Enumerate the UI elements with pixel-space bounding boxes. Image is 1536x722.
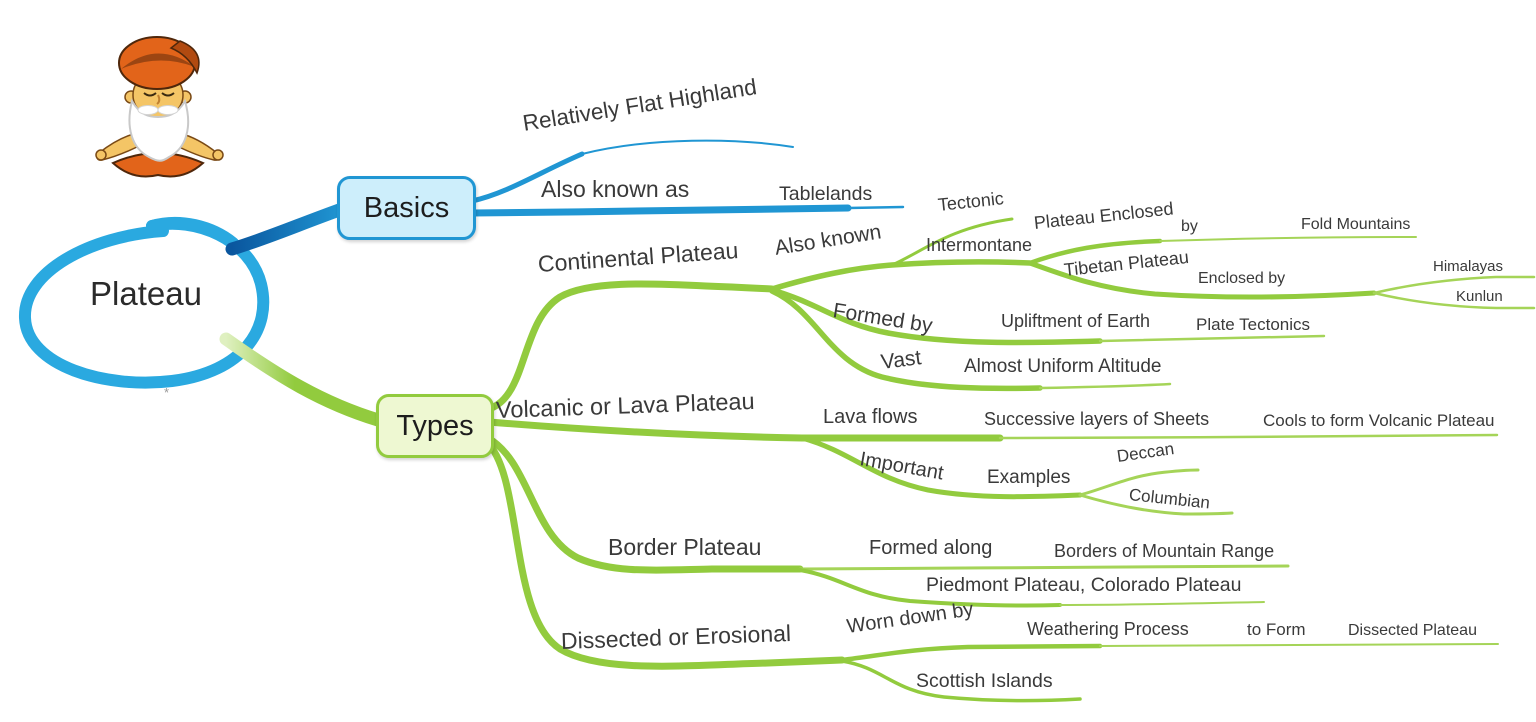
node-enclosed-by[interactable]: Enclosed by <box>1198 270 1286 287</box>
central-topic[interactable]: Plateau <box>90 275 202 312</box>
node-successive-layers[interactable]: Successive layers of Sheets <box>984 409 1210 429</box>
guru-nose <box>156 94 161 105</box>
node-to-form[interactable]: to Form <box>1247 620 1306 639</box>
node-formed-along[interactable]: Formed along <box>869 537 993 559</box>
branch-volcanic-tip <box>998 433 1499 440</box>
node-piedmont-colorado[interactable]: Piedmont Plateau, Colorado Plateau <box>926 574 1242 596</box>
branch-also-known <box>769 259 1033 292</box>
node-types-label: Types <box>396 409 474 442</box>
node-types[interactable]: Types <box>376 394 494 458</box>
branch-worn-down-tip <box>1099 643 1499 647</box>
node-intermontane[interactable]: Intermontane <box>926 235 1033 255</box>
guru-beard <box>128 98 190 162</box>
branch-formed-by <box>769 287 1103 346</box>
branch-continental <box>485 280 776 413</box>
branch-flat-highland <box>469 151 585 204</box>
node-cools-to-form[interactable]: Cools to form Volcanic Plateau <box>1263 411 1495 430</box>
node-himalayas[interactable]: Himalayas <box>1433 258 1504 275</box>
branch-dissected <box>482 437 846 670</box>
branch-himalayas <box>1372 275 1536 295</box>
footnote-asterisk: * <box>164 385 170 400</box>
node-also-known-as[interactable]: Also known as <box>541 176 690 202</box>
branch-worn-down <box>839 643 1103 663</box>
branch-formed-by-tip <box>1098 334 1326 343</box>
node-uniform-altitude[interactable]: Almost Uniform Altitude <box>964 356 1162 377</box>
node-dissected-plateau[interactable]: Dissected Plateau <box>1348 622 1477 639</box>
guru-left-hand <box>95 149 107 161</box>
central-ellipse <box>18 217 270 389</box>
branch-root-types <box>219 332 385 427</box>
branch-scottish-islands <box>840 659 1082 703</box>
branch-border <box>484 434 804 574</box>
branch-kunlun <box>1372 291 1536 310</box>
node-examples[interactable]: Examples <box>987 467 1071 488</box>
central-ellipse-overlap-stroke <box>146 216 239 249</box>
node-plate-tectonics[interactable]: Plate Tectonics <box>1196 315 1311 334</box>
guru-mustache-left <box>137 105 159 115</box>
branch-plateau-enclosed-tip <box>1159 236 1417 242</box>
branch-important <box>799 435 1083 500</box>
guru-mustache-right <box>157 105 179 115</box>
branch-tectonic <box>890 217 1014 267</box>
node-kunlun[interactable]: Kunlun <box>1456 288 1503 305</box>
branch-tablelands <box>468 204 852 217</box>
node-upliftment[interactable]: Upliftment of Earth <box>1001 311 1151 331</box>
node-tablelands[interactable]: Tablelands <box>779 183 873 205</box>
branch-deccan <box>1078 468 1200 497</box>
node-lava-flows[interactable]: Lava flows <box>823 406 918 428</box>
node-fold-mountains[interactable]: Fold Mountains <box>1301 216 1411 233</box>
node-basics-label: Basics <box>363 191 450 224</box>
node-scottish-islands[interactable]: Scottish Islands <box>916 670 1053 692</box>
guru-turban-fold <box>169 40 200 75</box>
branch-volcanic <box>485 418 1004 442</box>
branch-tibetan <box>1027 260 1377 300</box>
branch-plateau-enclosed <box>1027 238 1163 266</box>
node-weathering-process[interactable]: Weathering Process <box>1027 619 1189 639</box>
branch-root-basics <box>225 202 349 256</box>
branch-flat-highland-tip <box>581 139 794 155</box>
guru-right-eye <box>161 92 175 97</box>
branch-vast <box>769 288 1043 392</box>
meditating-guru-illustration <box>85 24 235 186</box>
branch-piedmont-tip <box>1059 601 1265 606</box>
branch-vast-tip <box>1038 382 1172 390</box>
guru-right-hand <box>212 149 224 161</box>
guru-left-eye <box>143 92 157 97</box>
branch-piedmont <box>798 568 1062 608</box>
node-by[interactable]: by <box>1181 218 1198 235</box>
branch-columbian <box>1078 493 1234 516</box>
node-basics[interactable]: Basics <box>337 176 476 240</box>
node-borders-of-mountain-range[interactable]: Borders of Mountain Range <box>1054 541 1275 561</box>
node-border-plateau[interactable]: Border Plateau <box>608 534 762 560</box>
branch-border-tip <box>798 564 1290 571</box>
guru-turban-swirl <box>121 53 195 69</box>
branch-tablelands-tip <box>846 205 905 210</box>
